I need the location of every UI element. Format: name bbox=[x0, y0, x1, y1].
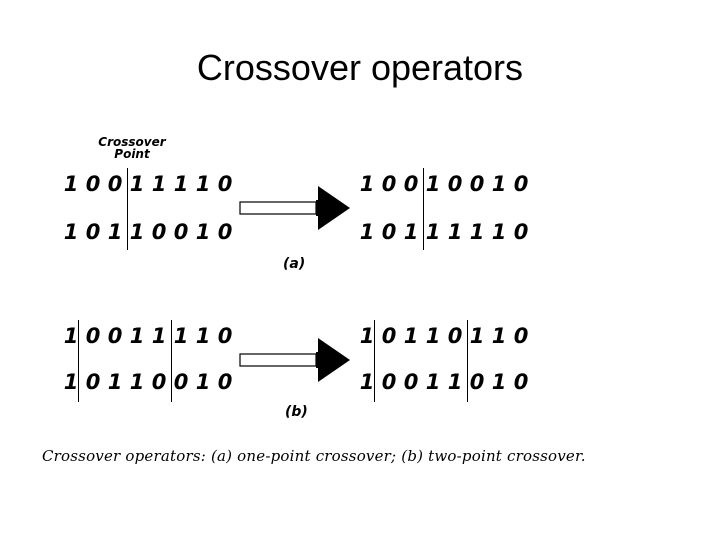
gene-bit: 1 bbox=[491, 324, 507, 348]
gene-bit: 1 bbox=[359, 220, 375, 244]
gene-bit: 0 bbox=[151, 370, 167, 394]
gene-bit: 1 bbox=[151, 324, 167, 348]
gene-bit: 0 bbox=[403, 172, 419, 196]
gene-bit: 1 bbox=[63, 220, 79, 244]
gene-bit: 0 bbox=[217, 324, 233, 348]
gene-bit: 1 bbox=[491, 370, 507, 394]
gene-bit: 1 bbox=[403, 220, 419, 244]
arrow-right-icon bbox=[239, 338, 350, 382]
gene-bit: 1 bbox=[425, 172, 441, 196]
gene-bit: 0 bbox=[469, 172, 485, 196]
panel-label-a: (a) bbox=[283, 256, 306, 272]
gene-bit: 0 bbox=[85, 172, 101, 196]
gene-bit: 0 bbox=[381, 370, 397, 394]
gene-bit: 0 bbox=[85, 220, 101, 244]
gene-bit: 1 bbox=[195, 172, 211, 196]
gene-bit: 1 bbox=[173, 324, 189, 348]
gene-bit: 0 bbox=[173, 370, 189, 394]
crossover-point-line-b2 bbox=[171, 320, 172, 402]
gene-bit: 0 bbox=[513, 324, 529, 348]
gene-bit: 0 bbox=[447, 324, 463, 348]
gene-bit: 0 bbox=[513, 172, 529, 196]
gene-bit: 1 bbox=[425, 370, 441, 394]
gene-bit: 0 bbox=[513, 220, 529, 244]
gene-bit: 0 bbox=[381, 220, 397, 244]
gene-bit: 1 bbox=[195, 324, 211, 348]
crossover-point-label: Crossover Point bbox=[98, 135, 166, 161]
gene-bit: 0 bbox=[217, 220, 233, 244]
gene-bit: 0 bbox=[85, 370, 101, 394]
gene-bit: 1 bbox=[359, 172, 375, 196]
gene-bit: 1 bbox=[403, 324, 419, 348]
crossover-point-line-a bbox=[127, 168, 128, 250]
gene-bit: 1 bbox=[195, 370, 211, 394]
gene-bit: 1 bbox=[469, 324, 485, 348]
gene-bit: 0 bbox=[447, 172, 463, 196]
gene-bit: 1 bbox=[469, 220, 485, 244]
gene-bit: 1 bbox=[425, 220, 441, 244]
crossover-point-line-b2-offspring bbox=[467, 320, 468, 402]
gene-bit: 0 bbox=[217, 370, 233, 394]
gene-bit: 0 bbox=[85, 324, 101, 348]
gene-bit: 0 bbox=[107, 324, 123, 348]
gene-bit: 1 bbox=[491, 220, 507, 244]
gene-bit: 0 bbox=[151, 220, 167, 244]
gene-bit: 1 bbox=[129, 172, 145, 196]
gene-bit: 0 bbox=[469, 370, 485, 394]
slide-title: Crossover operators bbox=[196, 47, 524, 88]
gene-bit: 1 bbox=[425, 324, 441, 348]
gene-bit: 0 bbox=[173, 220, 189, 244]
gene-bit: 0 bbox=[217, 172, 233, 196]
gene-bit: 1 bbox=[129, 324, 145, 348]
gene-bit: 1 bbox=[173, 172, 189, 196]
gene-bit: 0 bbox=[513, 370, 529, 394]
gene-bit: 1 bbox=[129, 220, 145, 244]
gene-bit: 0 bbox=[381, 324, 397, 348]
crossover-point-line-b1-offspring bbox=[374, 320, 375, 402]
gene-bit: 1 bbox=[63, 172, 79, 196]
arrow-right-icon bbox=[239, 186, 350, 230]
gene-bit: 0 bbox=[403, 370, 419, 394]
panel-label-b: (b) bbox=[285, 404, 308, 420]
gene-bit: 1 bbox=[195, 220, 211, 244]
gene-bit: 1 bbox=[107, 370, 123, 394]
crossover-point-line-a-offspring bbox=[423, 168, 424, 250]
gene-bit: 0 bbox=[381, 172, 397, 196]
gene-bit: 1 bbox=[491, 172, 507, 196]
gene-bit: 1 bbox=[359, 324, 375, 348]
gene-bit: 0 bbox=[107, 172, 123, 196]
crossover-point-line-b1 bbox=[78, 320, 79, 402]
gene-bit: 1 bbox=[447, 370, 463, 394]
gene-bit: 1 bbox=[63, 370, 79, 394]
gene-bit: 1 bbox=[151, 172, 167, 196]
gene-bit: 1 bbox=[63, 324, 79, 348]
gene-bit: 1 bbox=[129, 370, 145, 394]
gene-bit: 1 bbox=[359, 370, 375, 394]
gene-bit: 1 bbox=[447, 220, 463, 244]
gene-bit: 1 bbox=[107, 220, 123, 244]
figure-caption: Crossover operators: (a) one-point cross… bbox=[42, 447, 586, 465]
